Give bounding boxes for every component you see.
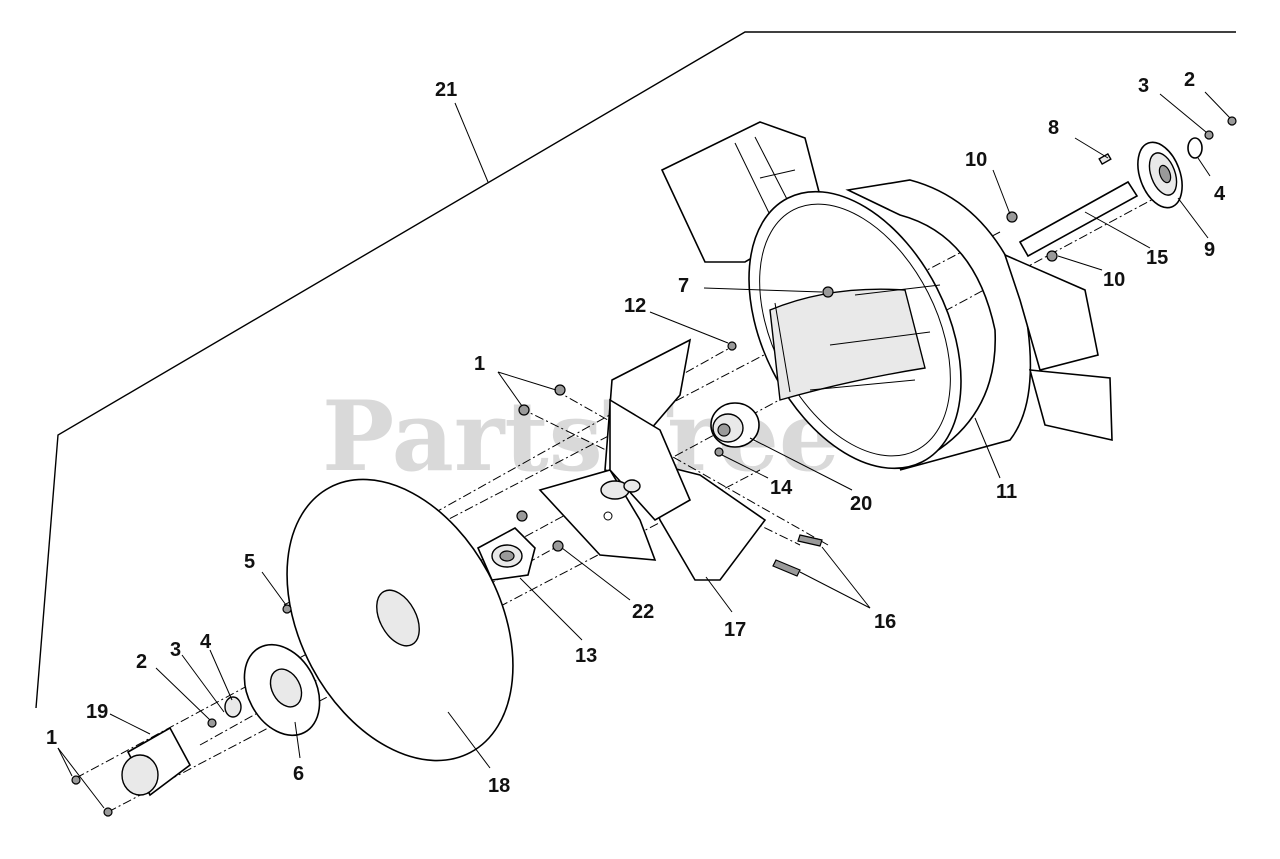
callout-13: 13 — [575, 645, 597, 667]
callout-4-top: 4 — [1214, 183, 1226, 205]
callout-2-top: 2 — [1184, 69, 1195, 91]
fasteners — [71, 116, 1237, 817]
callout-10-top: 10 — [965, 149, 987, 171]
shaft-and-pulley — [1018, 137, 1203, 258]
watermark-text: PartsTree — [322, 380, 840, 493]
callout-numbers: 21 2 3 8 10 4 9 15 10 7 12 1 14 20 11 5 … — [46, 69, 1226, 797]
callout-12: 12 — [624, 295, 646, 317]
callout-10-bottom: 10 — [1103, 269, 1125, 291]
callout-14: 14 — [770, 477, 793, 499]
callout-3-top: 3 — [1138, 75, 1149, 97]
callout-15: 15 — [1146, 247, 1168, 269]
assembly-bracket-line — [35, 31, 1236, 709]
callout-18: 18 — [488, 775, 510, 797]
callout-7: 7 — [678, 275, 689, 297]
callout-5: 5 — [244, 551, 255, 573]
callout-2-bottom: 2 — [136, 651, 147, 673]
callout-20: 20 — [850, 493, 872, 515]
callout-3-bottom: 3 — [170, 639, 181, 661]
blower-housing — [660, 121, 1113, 471]
callout-1-top: 1 — [474, 353, 485, 375]
callout-19: 19 — [86, 701, 108, 723]
callout-21: 21 — [435, 79, 457, 101]
callout-4-bottom: 4 — [200, 631, 212, 653]
callout-1-bottom: 1 — [46, 727, 57, 749]
bearing-plate — [243, 643, 321, 737]
callout-8: 8 — [1048, 117, 1059, 139]
leader-lines — [57, 91, 1231, 809]
callout-9: 9 — [1204, 239, 1215, 261]
impeller-hub — [710, 402, 760, 448]
bearing-flange — [476, 527, 536, 581]
callout-6: 6 — [293, 763, 304, 785]
callout-11: 11 — [996, 481, 1017, 503]
callout-22: 22 — [632, 601, 654, 623]
front-bearing — [121, 696, 242, 797]
callout-17: 17 — [724, 619, 746, 641]
impeller — [538, 338, 767, 581]
callout-16: 16 — [874, 611, 896, 633]
back-plate — [286, 478, 514, 762]
